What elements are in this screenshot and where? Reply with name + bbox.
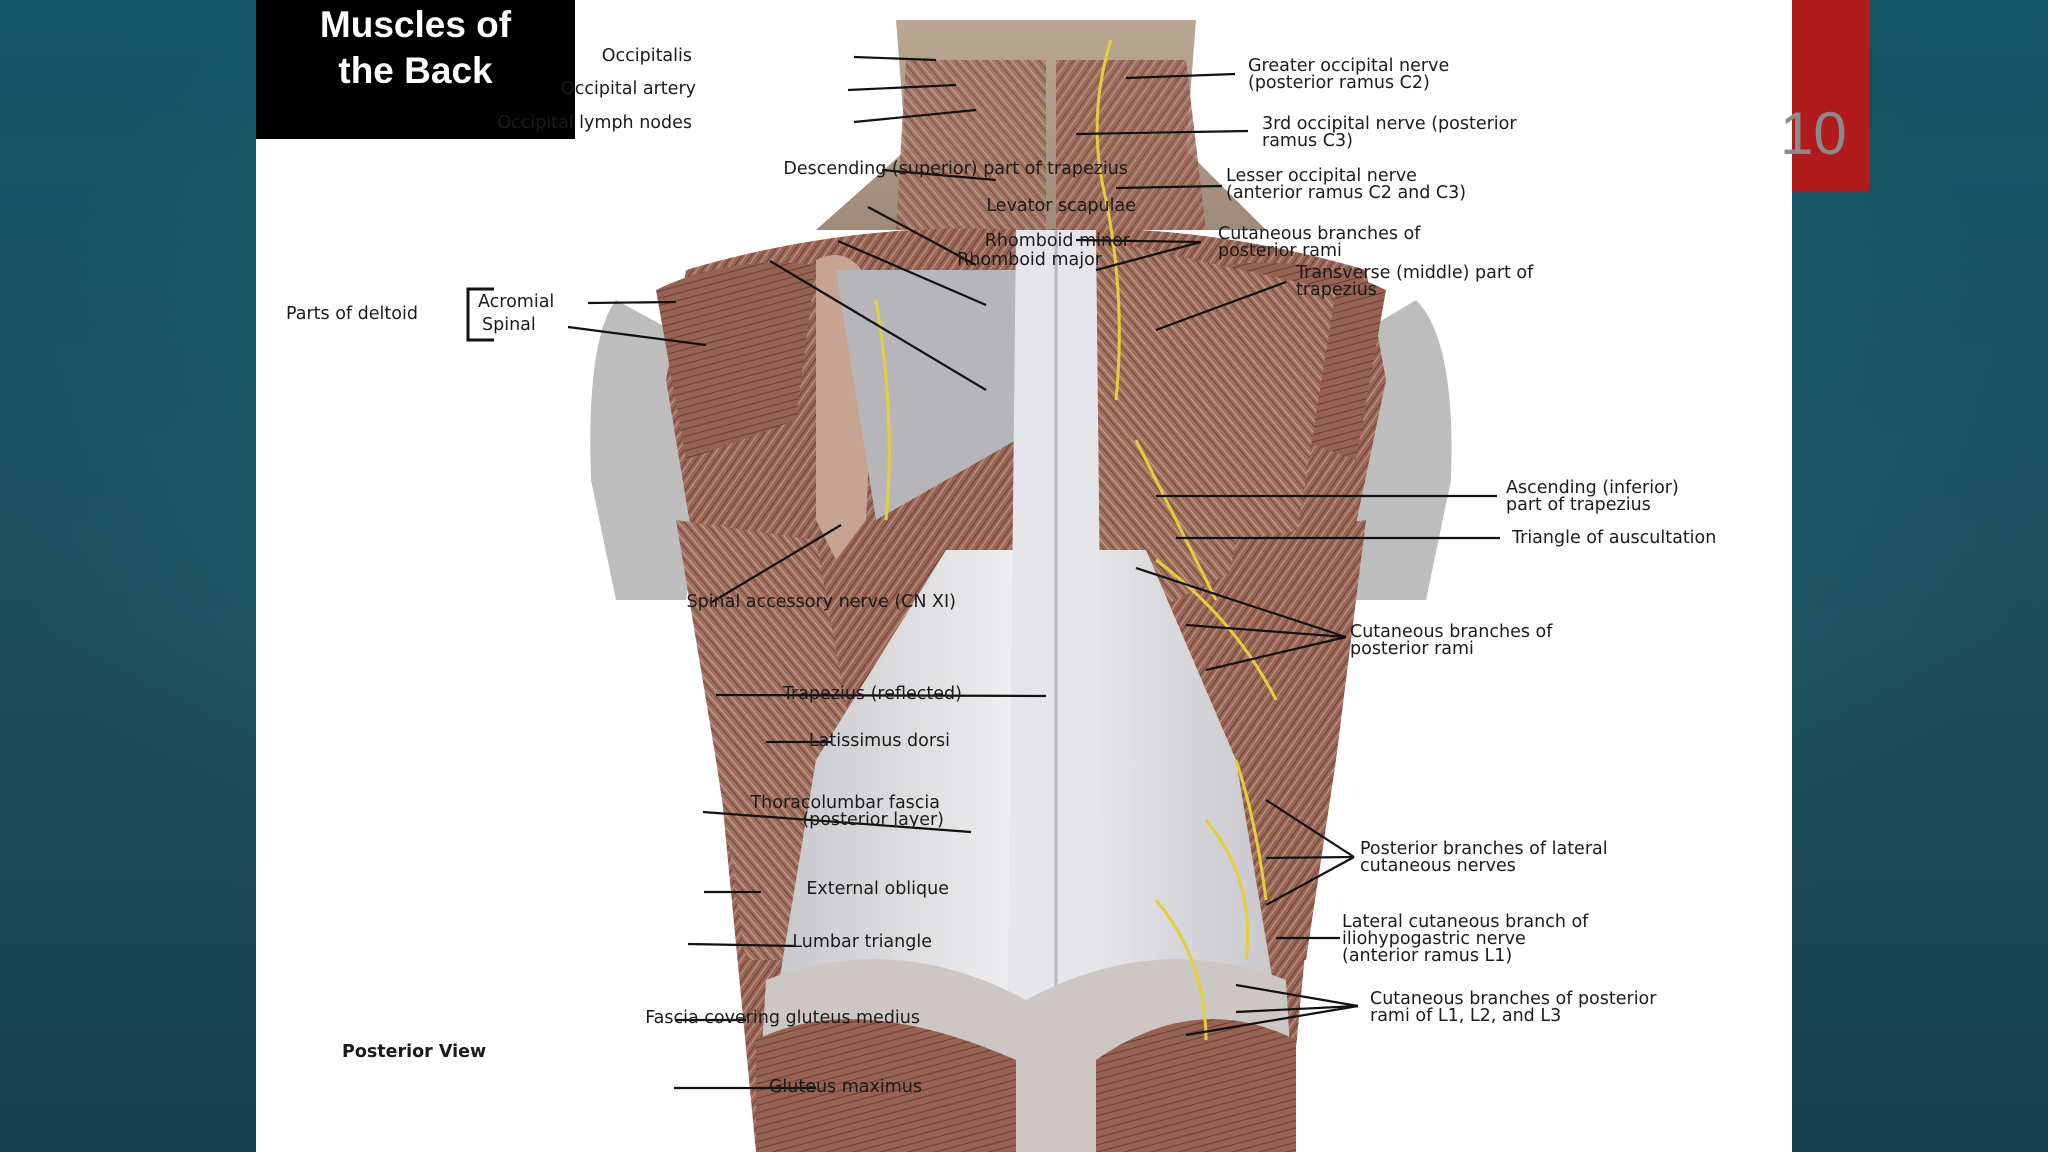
label-occipital-lymph-nodes: Occipital lymph nodes (497, 113, 692, 133)
label-lesser-occipital-ramus: (anterior ramus C2 and C3) (1226, 183, 1467, 203)
label-posterior-lateral-branches-2: cutaneous nerves (1360, 856, 1516, 876)
label-cutaneous-branches-lower-2: rami of L1, L2, and L3 (1370, 1006, 1562, 1026)
neck-muscles-left (896, 60, 1046, 230)
leader-lines (567, 55, 1500, 1090)
label-iliohypogastric-1: Lateral cutaneous branch of (1342, 912, 1589, 932)
nerves (874, 39, 1278, 1041)
label-third-occipital-ramus: ramus C3) (1262, 131, 1353, 151)
label-cutaneous-branches-mid: Cutaneous branches of (1350, 622, 1553, 642)
label-latissimus-dorsi: Latissimus dorsi (808, 731, 950, 751)
label-lumbar-triangle: Lumbar triangle (792, 932, 932, 952)
slide-number: 10 (1780, 100, 1847, 167)
left-deltoid (656, 262, 816, 460)
label-trapezius-reflected: Trapezius (reflected) (782, 684, 962, 704)
deltoid-bracket (466, 287, 494, 342)
right-gluteus (1096, 1019, 1296, 1152)
anatomy-figure: Muscles of the Back Occipitalis Occipita… (256, 0, 1792, 1152)
label-cutaneous-branches-upper-rami: posterior rami (1218, 241, 1342, 261)
label-cutaneous-branches-upper: Cutaneous branches of (1218, 224, 1421, 244)
label-occipitalis: Occipitalis (601, 46, 692, 66)
label-spinal: Spinal (482, 315, 536, 335)
title-line-2: the Back (338, 50, 493, 91)
slide-title: Muscles of the Back (256, 0, 575, 139)
accent-tab (1792, 0, 1869, 191)
label-greater-occipital-nerve: Greater occipital nerve (1248, 56, 1450, 76)
label-thoracolumbar-fascia-layer: (posterior layer) (802, 810, 944, 830)
label-posterior-view: Posterior View (342, 1042, 487, 1062)
label-acromial: Acromial (478, 292, 555, 312)
label-greater-occipital-ramus: (posterior ramus C2) (1248, 73, 1430, 93)
label-rhomboid-major: Rhomboid major (957, 250, 1102, 270)
label-descending-trapezius: Descending (superior) part of trapezius (783, 159, 1128, 179)
label-gluteus-maximus: Gluteus maximus (768, 1077, 922, 1097)
label-thoracolumbar-fascia: Thoracolumbar fascia (750, 793, 940, 813)
label-iliohypogastric-2: iliohypogastric nerve (1342, 929, 1526, 949)
label-transverse-trapezius: Transverse (middle) part of (1296, 263, 1534, 283)
label-transverse-trapezius-2: trapezius (1296, 280, 1377, 300)
label-ascending-trapezius-2: part of trapezius (1506, 495, 1651, 515)
label-external-oblique: External oblique (806, 879, 949, 899)
left-gluteus (756, 1019, 1016, 1152)
label-cutaneous-branches-mid-rami: posterior rami (1350, 639, 1474, 659)
label-ascending-trapezius: Ascending (inferior) (1506, 478, 1679, 498)
label-posterior-lateral-branches: Posterior branches of lateral (1360, 839, 1608, 859)
label-levator-scapulae: Levator scapulae (986, 196, 1136, 216)
label-lesser-occipital-nerve: Lesser occipital nerve (1226, 166, 1417, 186)
label-occipital-artery: Occipital artery (561, 79, 696, 99)
label-fascia-gluteus-medius: Fascia covering gluteus medius (645, 1008, 920, 1028)
label-spinal-accessory-nerve: Spinal accessory nerve (CN XI) (686, 592, 956, 612)
back-muscles-illustration (466, 20, 1500, 1152)
label-triangle-auscultation: Triangle of auscultation (1512, 528, 1717, 548)
label-third-occipital-nerve: 3rd occipital nerve (posterior (1262, 114, 1517, 134)
label-parts-of-deltoid: Parts of deltoid (286, 304, 418, 324)
label-cutaneous-branches-lower: Cutaneous branches of posterior (1370, 989, 1657, 1009)
label-iliohypogastric-3: (anterior ramus L1) (1342, 946, 1513, 966)
title-line-1: Muscles of (319, 4, 512, 45)
label-rhomboid-minor: Rhomboid minor (984, 231, 1130, 251)
